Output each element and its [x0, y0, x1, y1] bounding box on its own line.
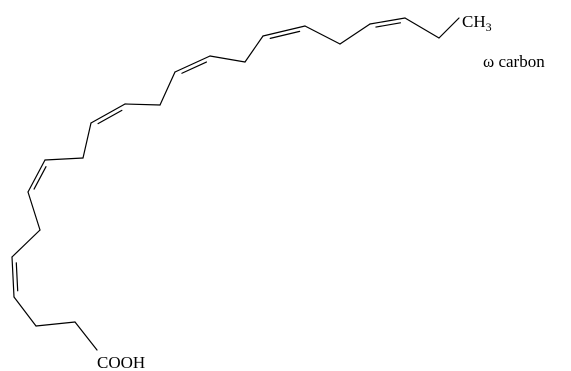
- single-bond: [35, 321, 76, 327]
- single-bond: [27, 191, 41, 231]
- double-bond-secondary: [15, 262, 19, 292]
- single-bond: [159, 71, 176, 106]
- double-bond-secondary: [181, 61, 208, 74]
- double-bond-primary: [27, 159, 46, 193]
- single-bond: [11, 229, 41, 258]
- double-bond-primary: [174, 55, 211, 73]
- carbon-chain: [11, 17, 460, 351]
- single-bond: [44, 157, 84, 161]
- double-bond-primary: [262, 25, 306, 37]
- single-bond: [244, 35, 264, 63]
- single-bond: [82, 122, 92, 159]
- single-bond: [74, 321, 98, 351]
- double-bond-primary: [369, 17, 406, 25]
- single-bond: [13, 296, 37, 327]
- omega-carbon-label: ω carbon: [483, 52, 545, 71]
- double-bond-primary: [11, 256, 15, 298]
- single-bond: [339, 23, 371, 45]
- methyl-label: CH3: [462, 12, 492, 34]
- carboxyl-label: COOH: [97, 353, 145, 371]
- double-bond-secondary: [375, 22, 402, 28]
- single-bond: [304, 25, 341, 45]
- single-bond: [124, 103, 161, 106]
- single-bond: [209, 55, 246, 63]
- double-bond-secondary: [33, 166, 47, 190]
- double-bond-secondary: [97, 109, 123, 125]
- single-bond: [438, 17, 460, 39]
- double-bond-secondary: [269, 30, 301, 39]
- single-bond: [404, 17, 440, 39]
- double-bond-primary: [90, 103, 126, 124]
